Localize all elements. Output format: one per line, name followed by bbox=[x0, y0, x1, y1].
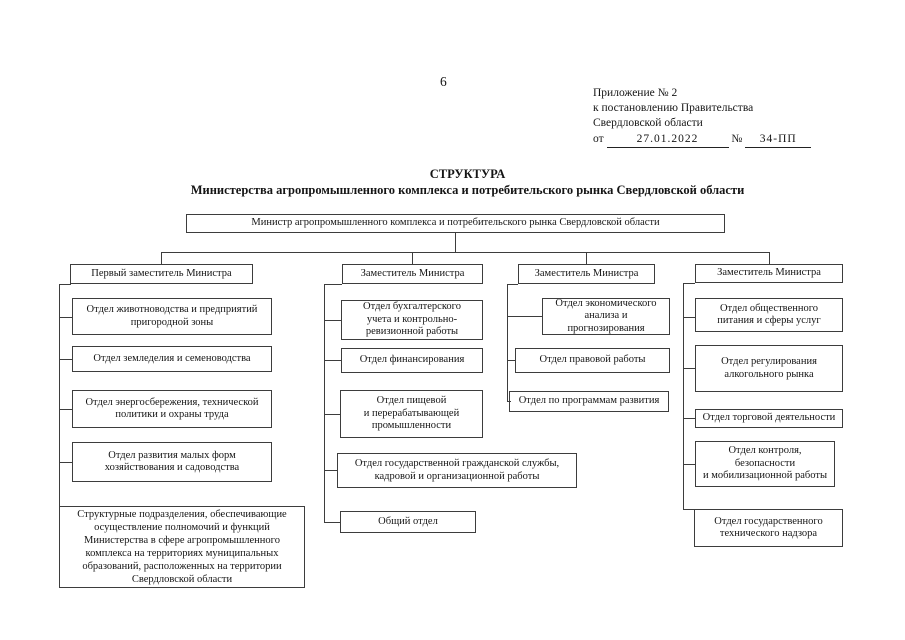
connector bbox=[683, 464, 695, 465]
annex-number-sign: № bbox=[731, 133, 743, 145]
org-box-dept: Отдел правовой работы bbox=[515, 348, 670, 373]
org-box-dept: Отдел животноводства и предприятий приго… bbox=[72, 298, 272, 335]
connector bbox=[507, 360, 515, 361]
connector bbox=[683, 283, 695, 284]
org-box-dept: Отдел торговой деятельности bbox=[695, 409, 843, 428]
org-box-dept: Отдел пищевой и перерабатывающей промышл… bbox=[340, 390, 483, 438]
connector bbox=[324, 522, 340, 523]
connector bbox=[324, 284, 325, 522]
connector bbox=[59, 284, 60, 506]
annex-date-line: от 27.01.2022 № 34-ПП bbox=[593, 132, 812, 148]
annex-date-underlined: 27.01.2022 bbox=[606, 132, 729, 148]
annex-line: к постановлению Правительства bbox=[593, 102, 754, 114]
org-box-first-deputy-minister: Первый заместитель Министра bbox=[70, 264, 253, 284]
connector bbox=[412, 252, 413, 264]
connector bbox=[507, 316, 542, 317]
connector bbox=[455, 233, 456, 252]
org-box-dept: Отдел развития малых форм хозяйствования… bbox=[72, 442, 272, 482]
connector bbox=[683, 317, 695, 318]
document-title: СТРУКТУРА Министерства агропромышленного… bbox=[30, 167, 905, 198]
org-box-dept: Отдел экономического анализа и прогнозир… bbox=[542, 298, 670, 335]
org-box-dept: Отдел государственного технического надз… bbox=[694, 509, 843, 547]
org-box-dept: Отдел общественного питания и сферы услу… bbox=[695, 298, 843, 332]
org-box-dept: Отдел земледелия и семеноводства bbox=[72, 346, 272, 372]
connector bbox=[507, 401, 511, 402]
connector bbox=[324, 470, 337, 471]
org-box-dept: Структурные подразделения, обеспечивающи… bbox=[59, 506, 305, 588]
annex-block: Приложение № 2 к постановлению Правитель… bbox=[593, 86, 812, 148]
connector bbox=[324, 414, 340, 415]
connector bbox=[161, 252, 770, 253]
connector bbox=[59, 462, 72, 463]
org-box-deputy-minister-2: Заместитель Министра bbox=[342, 264, 483, 284]
org-box-deputy-minister-3: Заместитель Министра bbox=[518, 264, 655, 284]
org-box-dept: Отдел регулирования алкогольного рынка bbox=[695, 345, 843, 392]
org-box-dept: Отдел по программам развития bbox=[509, 391, 669, 412]
connector bbox=[59, 317, 72, 318]
connector bbox=[586, 252, 587, 264]
org-box-dept: Отдел энергосбережения, технической поли… bbox=[72, 390, 272, 428]
annex-line: Свердловской области bbox=[593, 117, 703, 129]
connector bbox=[59, 359, 72, 360]
connector bbox=[683, 509, 694, 510]
connector bbox=[59, 409, 72, 410]
connector bbox=[769, 252, 770, 264]
org-box-dept: Отдел финансирования bbox=[341, 348, 483, 373]
connector bbox=[683, 283, 684, 509]
annex-line: Приложение № 2 bbox=[593, 87, 678, 99]
page-number: 6 bbox=[440, 74, 447, 89]
org-box-dept: Отдел бухгалтерского учета и контрольно-… bbox=[341, 300, 483, 340]
connector bbox=[507, 284, 508, 401]
org-box-dept: Отдел государственной гражданской службы… bbox=[337, 453, 577, 488]
connector bbox=[324, 360, 341, 361]
org-box-dept: Общий отдел bbox=[340, 511, 476, 533]
org-box-minister: Министр агропромышленного комплекса и по… bbox=[186, 214, 725, 233]
org-box-dept: Отдел контроля, безопасности и мобилизац… bbox=[695, 441, 835, 487]
connector bbox=[59, 284, 71, 285]
title-line-2: Министерства агропромышленного комплекса… bbox=[190, 183, 745, 197]
annex-number-underlined: 34-ПП bbox=[745, 132, 812, 148]
title-line-1: СТРУКТУРА bbox=[429, 167, 506, 181]
connector bbox=[683, 418, 695, 419]
connector bbox=[507, 284, 518, 285]
org-box-deputy-minister-4: Заместитель Министра bbox=[695, 264, 843, 283]
connector bbox=[683, 368, 695, 369]
connector bbox=[324, 284, 342, 285]
connector bbox=[161, 252, 162, 264]
annex-from-label: от bbox=[593, 133, 604, 145]
connector bbox=[324, 320, 341, 321]
